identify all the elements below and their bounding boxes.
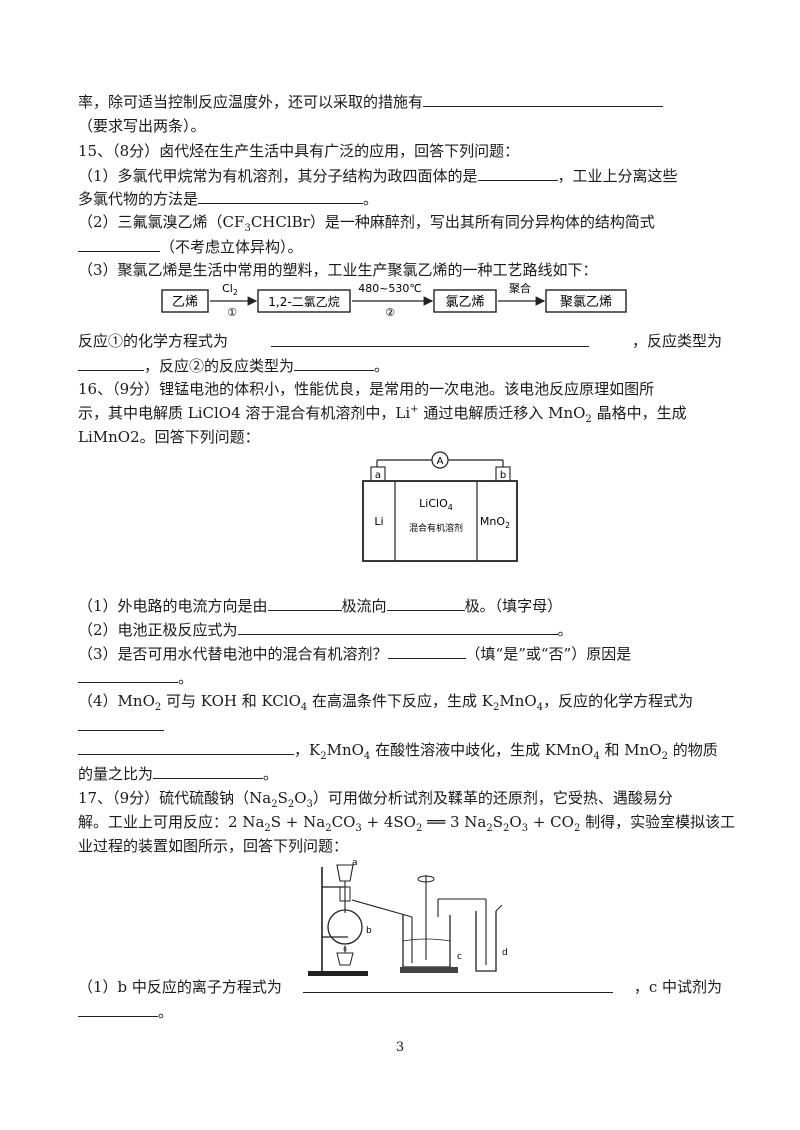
answer-blank[interactable] xyxy=(78,1000,158,1017)
delivery-tube xyxy=(351,899,413,918)
page-number: 3 xyxy=(395,1040,405,1055)
flow-label: 氯乙烯 xyxy=(445,295,484,310)
answer-blank[interactable] xyxy=(78,738,294,755)
text-line: 业过程的装置如图所示，回答下列问题： xyxy=(78,837,349,855)
text-line: LiMnO2。回答下列问题： xyxy=(78,428,260,446)
text-line: （不考虑立体异构）。 xyxy=(78,235,303,258)
question-17-title: 17、（9分）硫代硫酸钠（Na2S2O3）可用做分析试剂及鞣革的还原剂，它受热、… xyxy=(78,789,673,810)
flow-step-2: ② xyxy=(385,306,395,319)
electrolyte-label: LiClO4 xyxy=(419,497,453,512)
question-15-part3: （3）聚氯乙烯是生活中常用的塑料，工业生产聚氯乙烯的一种工艺路线如下： xyxy=(78,261,598,279)
answer-blank[interactable] xyxy=(271,330,589,347)
flow-label: 1,2-二氯乙烷 xyxy=(268,295,339,309)
flow-condition: 聚合 xyxy=(509,281,531,295)
question-15-part1: （1）多氯代甲烷常为有机溶剂，其分子结构为政四面体的是，工业上分离这些 xyxy=(78,164,678,187)
label-c: c xyxy=(457,952,462,962)
flow-box-vinyl-chloride xyxy=(433,289,497,313)
flask-b xyxy=(327,909,363,945)
flow-condition: 480~530℃ xyxy=(358,282,422,295)
text: （要求写出两条）。 xyxy=(78,117,206,135)
text-line xyxy=(78,714,164,737)
flow-box-pvc xyxy=(545,289,627,313)
answer-blank[interactable] xyxy=(237,618,558,635)
question-16-title: 16、（9分）锂锰电池的体积小，性能优良，是常用的一次电池。该电池反应原理如图所 xyxy=(78,380,655,398)
answer-blank[interactable] xyxy=(78,714,164,731)
text-line: （要求写出两条）。 xyxy=(78,115,206,137)
label-b: b xyxy=(366,926,372,936)
question-16-part1: （1）外电路的电流方向是由极流向极。（填字母） xyxy=(78,594,562,617)
answer-blank[interactable] xyxy=(423,90,664,107)
cathode-label: MnO2 xyxy=(480,515,510,530)
stand-base xyxy=(308,971,368,976)
burner-icon xyxy=(336,952,354,966)
answer-blank[interactable] xyxy=(78,666,178,683)
answer-blank[interactable] xyxy=(386,594,465,611)
text-line: 多氯代物的方法是。 xyxy=(78,187,378,210)
hot-plate xyxy=(400,967,458,973)
question-16-part3: （3）是否可用水代替电池中的混合有机溶剂？（填“是”或“否”）原因是 xyxy=(78,642,631,665)
answer-blank[interactable] xyxy=(153,762,264,779)
solvent-label: 混合有机溶剂 xyxy=(409,522,463,534)
lab-apparatus-diagram: a b c d xyxy=(308,858,508,976)
battery-case xyxy=(362,480,518,562)
flow-label: 乙烯 xyxy=(172,295,198,310)
answer-blank[interactable] xyxy=(477,164,558,181)
reaction-equation-line: 解。工业上可用反应：2 Na2S + Na2CO3 + 4SO2 ══ 3 Na… xyxy=(78,813,736,834)
question-16-part2: （2）电池正极反应式为。 xyxy=(78,618,573,641)
question-17-part1: （1）b 中反应的离子方程式为，c 中试剂为 xyxy=(78,976,722,996)
tube-d xyxy=(475,911,497,972)
flow-box-dichloroethane xyxy=(257,289,351,313)
question-15-title: 15、（8分）卤代烃在生产生活中具有广泛的应用，回答下列问题： xyxy=(78,142,520,160)
label-d: d xyxy=(502,948,508,958)
anode-label: Li xyxy=(374,515,383,528)
question-16-part4: （4）MnO2 可与 KOH 和 KClO4 在高温条件下反应，生成 K2MnO… xyxy=(78,692,694,713)
text: 率，除可适当控制反应温度外，还可以采取的措施有 xyxy=(78,93,424,111)
answer-blank[interactable] xyxy=(267,594,342,611)
label-a: a xyxy=(352,858,358,868)
text-line: ，反应②的反应类型为。 xyxy=(78,354,389,377)
dropping-funnel xyxy=(336,864,354,882)
answer-blank[interactable] xyxy=(294,354,375,371)
flow-label: 聚氯乙烯 xyxy=(560,295,612,310)
answer-blank[interactable] xyxy=(198,187,364,204)
text-line: 。 xyxy=(78,666,193,689)
electrode-b-label: b xyxy=(500,470,506,481)
answer-blank[interactable] xyxy=(302,976,613,993)
flow-box-ethylene xyxy=(161,289,209,313)
battery-diagram: A a b Li LiClO4 混合有机溶剂 MnO2 xyxy=(362,451,518,562)
text-line: 示，其中电解质 LiClO4 溶于混合有机溶剂中，Li+ 通过电解质迁移入 Mn… xyxy=(78,404,687,425)
text-line: 率，除可适当控制反应温度外，还可以采取的措施有 xyxy=(78,90,664,113)
text-line: 的量之比为。 xyxy=(78,762,278,785)
flow-step-1: ① xyxy=(227,306,237,319)
flow-reagent-cl2: Cl2 xyxy=(222,282,238,297)
pvc-process-flow: 乙烯 Cl2 ① 1,2-二氯乙烷 480~530℃ ② 氯乙烯 聚合 聚氯乙烯 xyxy=(161,281,627,319)
answer-blank[interactable] xyxy=(78,354,144,371)
ammeter-label: A xyxy=(437,456,444,467)
answer-blank[interactable] xyxy=(387,642,466,659)
text-line: ，K2MnO4 在酸性溶液中歧化，生成 KMnO4 和 MnO2 的物质 xyxy=(78,738,718,762)
electrode-a-label: a xyxy=(375,470,381,481)
ammeter-icon xyxy=(431,451,449,469)
text-line: 反应①的化学方程式为，反应类型为 xyxy=(78,330,722,350)
text-line: 。 xyxy=(78,1000,173,1023)
answer-blank[interactable] xyxy=(78,235,160,252)
question-15-part2: （2）三氟氯溴乙烯（CF3CHClBr）是一种麻醉剂，写出其所有同分异构体的结构… xyxy=(78,213,655,234)
